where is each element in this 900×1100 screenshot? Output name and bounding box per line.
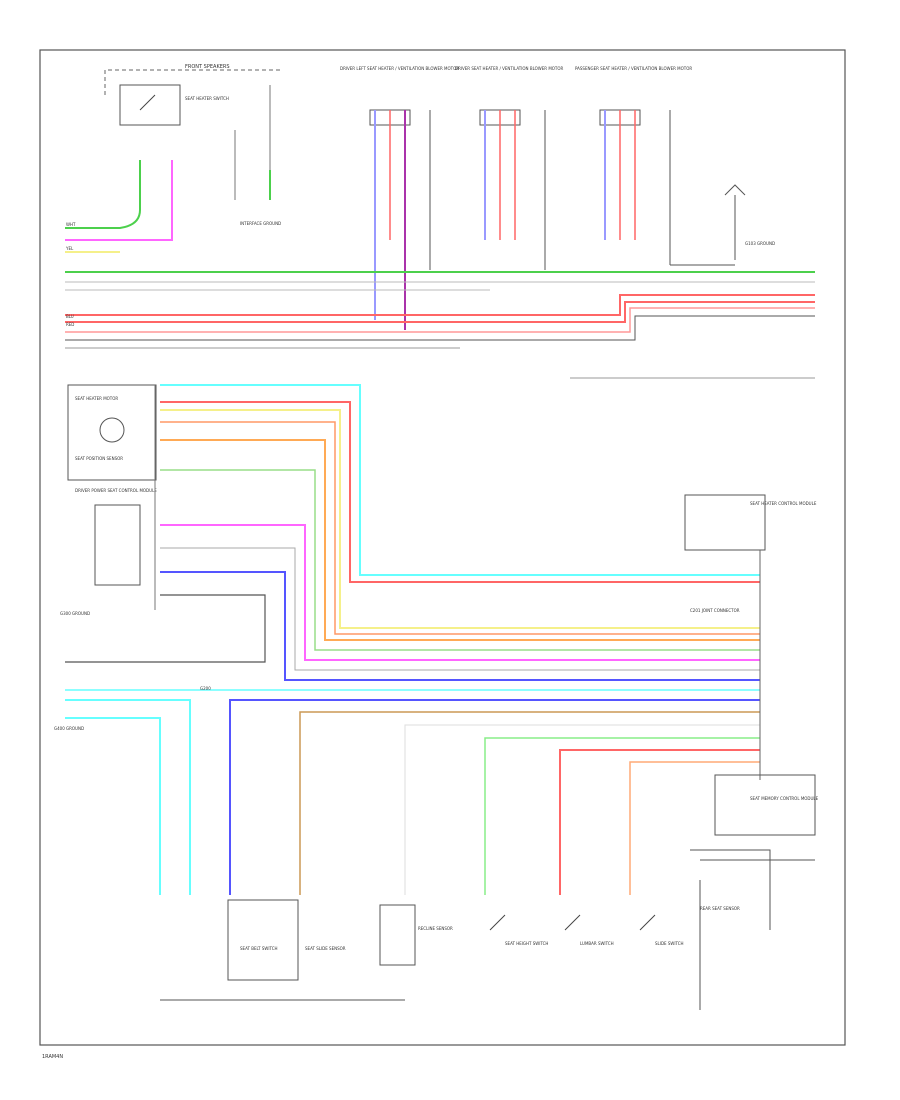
bus-red-2 [65, 301, 815, 323]
switch-symbol-5 [564, 914, 581, 931]
motor-box-label: SEAT HEATER MOTOR [75, 396, 118, 401]
wire-pink-left [65, 160, 173, 241]
left-module-label: DRIVER POWER SEAT CONTROL MODULE [75, 488, 157, 493]
bus-label-red: RED [66, 322, 74, 327]
bottom-box-1 [227, 899, 299, 981]
motor-symbol [99, 417, 125, 443]
seat-motor-left: DRIVER LEFT SEAT HEATER / VENTILATION BL… [340, 66, 459, 330]
switch-symbol-4 [489, 914, 506, 931]
wire-peach-drop [629, 761, 760, 895]
wire-green-drop [484, 737, 760, 895]
connector-block-label: C201 JOINT CONNECTOR [690, 608, 740, 613]
bottom-label-3: RECLINE SENSOR [418, 926, 453, 931]
diagram-border [39, 49, 846, 1046]
bottom-label-1: SEAT BELT SWITCH [240, 946, 278, 951]
wire-green-left [65, 160, 141, 229]
motor-sub-label: SEAT POSITION SENSOR [75, 456, 123, 461]
wire-orange-2 [160, 439, 760, 641]
wire-white-drop [404, 724, 760, 895]
bus-pink [65, 307, 815, 333]
wire-dark-loop [65, 594, 266, 663]
switch-box-label: SEAT HEATER SWITCH [185, 96, 229, 101]
bottom-label-5: LUMBAR SWITCH [580, 941, 614, 946]
right-module-top-label: SEAT HEATER CONTROL MODULE [750, 501, 817, 506]
bottom-label-2: SEAT SLIDE SENSOR [305, 946, 346, 951]
wire-label-yel: YEL [65, 246, 74, 251]
ground-left-label: G300 GROUND [60, 611, 90, 616]
seat-right-title: PASSENGER SEAT HEATER / VENTILATION BLOW… [575, 66, 692, 71]
right-module-top [684, 494, 766, 551]
seat-motor-center: DRIVER SEAT HEATER / VENTILATION BLOWER … [455, 66, 564, 270]
switch-symbol-6 [639, 914, 656, 931]
seat-center-title: DRIVER SEAT HEATER / VENTILATION BLOWER … [455, 66, 564, 71]
wire-cyan-4 [65, 717, 161, 895]
wire-blue-1 [160, 571, 760, 681]
bus-red [65, 294, 815, 316]
seat-left-title: DRIVER LEFT SEAT HEATER / VENTILATION BL… [340, 66, 459, 71]
wire-red-1 [160, 401, 760, 583]
wire-lightgreen [160, 469, 760, 651]
wire-label-wht: WHT [66, 222, 76, 227]
switch-contact [139, 94, 156, 111]
interface-label: INTERFACE GROUND [240, 221, 281, 226]
ground-mid-label: G200 [200, 686, 211, 691]
wire-yellow-1 [160, 409, 760, 629]
right-module-bottom-label: SEAT MEMORY CONTROL MODULE [750, 796, 819, 801]
wire-orange-1 [160, 421, 760, 635]
front-title: FRONT SPEAKERS [185, 64, 230, 70]
bottom-label-6: SLIDE SWITCH [655, 941, 684, 946]
switch-box-outline [119, 84, 181, 126]
wire-blue-drop [229, 699, 760, 895]
corner-label: 1RAM4N [42, 1054, 63, 1060]
right-module-bottom [714, 774, 816, 836]
wire-cyan-1 [160, 384, 760, 576]
wire-cyan-3 [65, 699, 191, 895]
ground-right-symbol [724, 184, 746, 196]
bottom-label-7: REAR SEAT SENSOR [700, 906, 740, 911]
wire-red-drop [559, 749, 760, 895]
wire-brown-drop [299, 711, 760, 895]
bus-label-blu: BLU [66, 314, 74, 319]
bottom-box-3 [379, 904, 416, 966]
bus-dark [65, 315, 815, 341]
ground-right-label: G103 GROUND [745, 241, 775, 246]
wire-magenta [160, 524, 760, 661]
motor-box [67, 384, 157, 481]
seat-motor-right: PASSENGER SEAT HEATER / VENTILATION BLOW… [575, 66, 692, 265]
wire-gray-2 [160, 547, 760, 671]
ground-bottom-label: G400 GROUND [54, 726, 84, 731]
front-dashed-outline [104, 69, 280, 95]
right-bottom-wire [690, 849, 771, 930]
sensor-box [94, 504, 141, 586]
bottom-label-4: SEAT HEIGHT SWITCH [505, 941, 548, 946]
